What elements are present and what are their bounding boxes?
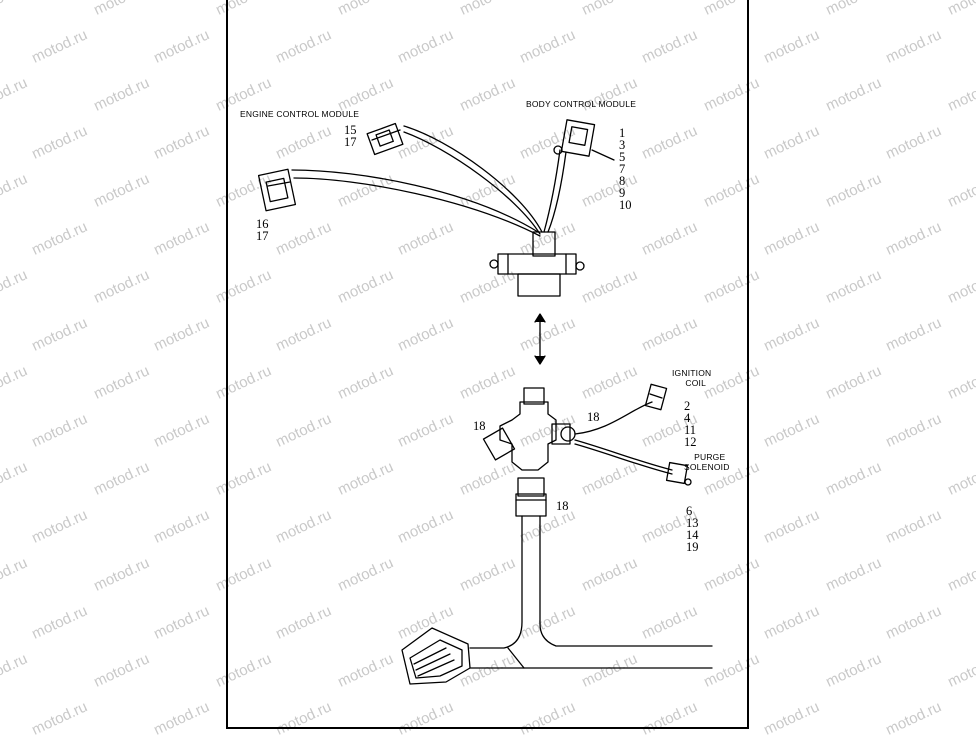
callout-number: 4 <box>684 411 691 425</box>
callout-number: 3 <box>619 138 626 152</box>
t-valve <box>482 387 576 471</box>
diagram-frame <box>226 0 749 729</box>
purge-wire-2 <box>574 443 673 475</box>
bcm-wire-1 <box>543 149 561 233</box>
bcm-connector <box>553 119 615 161</box>
ecm-connector-left <box>257 168 297 212</box>
callout-number: 1 <box>619 126 626 140</box>
hose-clamp <box>515 477 547 517</box>
purge-solenoid-caption: PURGE SOLENOID <box>684 452 730 472</box>
callout-number: 14 <box>686 528 699 542</box>
callout-number: 12 <box>684 435 697 449</box>
ignition-caption-line2: COIL <box>685 378 707 388</box>
purge-solenoid-connector <box>665 461 692 486</box>
callout-number: 15 <box>344 123 357 137</box>
intake-manifold <box>401 627 471 685</box>
bcm-caption: BODY CONTROL MODULE <box>526 99 637 109</box>
callout-number: 7 <box>619 162 626 176</box>
valve-assembly-top <box>489 231 585 297</box>
ecm-wire-4 <box>403 131 541 235</box>
callout-valve-right: 18 <box>587 410 600 424</box>
callout-hose-clamp: 18 <box>556 499 569 513</box>
ecm-caption: ENGINE CONTROL MODULE <box>240 109 360 119</box>
callout-number: 9 <box>619 186 626 200</box>
callout-number: 13 <box>686 516 699 530</box>
bcm-wire-2 <box>547 151 567 233</box>
vacuum-hose <box>469 515 713 669</box>
callout-number: 17 <box>344 135 357 149</box>
callout-number: 6 <box>686 504 693 518</box>
ignition-coil-connector <box>644 383 668 411</box>
callout-number: 8 <box>619 174 626 188</box>
purge-caption-line1: PURGE <box>694 452 726 462</box>
callout-number: 11 <box>684 423 697 437</box>
purge-wire-1 <box>574 439 673 471</box>
ecm-wire-3 <box>403 125 543 233</box>
ecm-connector-top <box>366 122 404 156</box>
callout-number: 16 <box>256 217 269 231</box>
ignition-caption-line1: IGNITION <box>672 368 712 378</box>
callout-number: 2 <box>684 399 691 413</box>
callout-number: 10 <box>619 198 632 212</box>
ecm-wire-2 <box>293 177 541 237</box>
ecm-wire-1 <box>291 169 539 233</box>
callout-number: 17 <box>256 229 269 243</box>
connection-arrow <box>534 313 546 365</box>
callout-number: 19 <box>686 540 699 554</box>
callout-number: 5 <box>619 150 626 164</box>
ignition-coil-caption: IGNITION COIL <box>672 368 711 388</box>
callout-valve-left: 18 <box>473 419 486 433</box>
purge-caption-line2: SOLENOID <box>684 462 730 472</box>
